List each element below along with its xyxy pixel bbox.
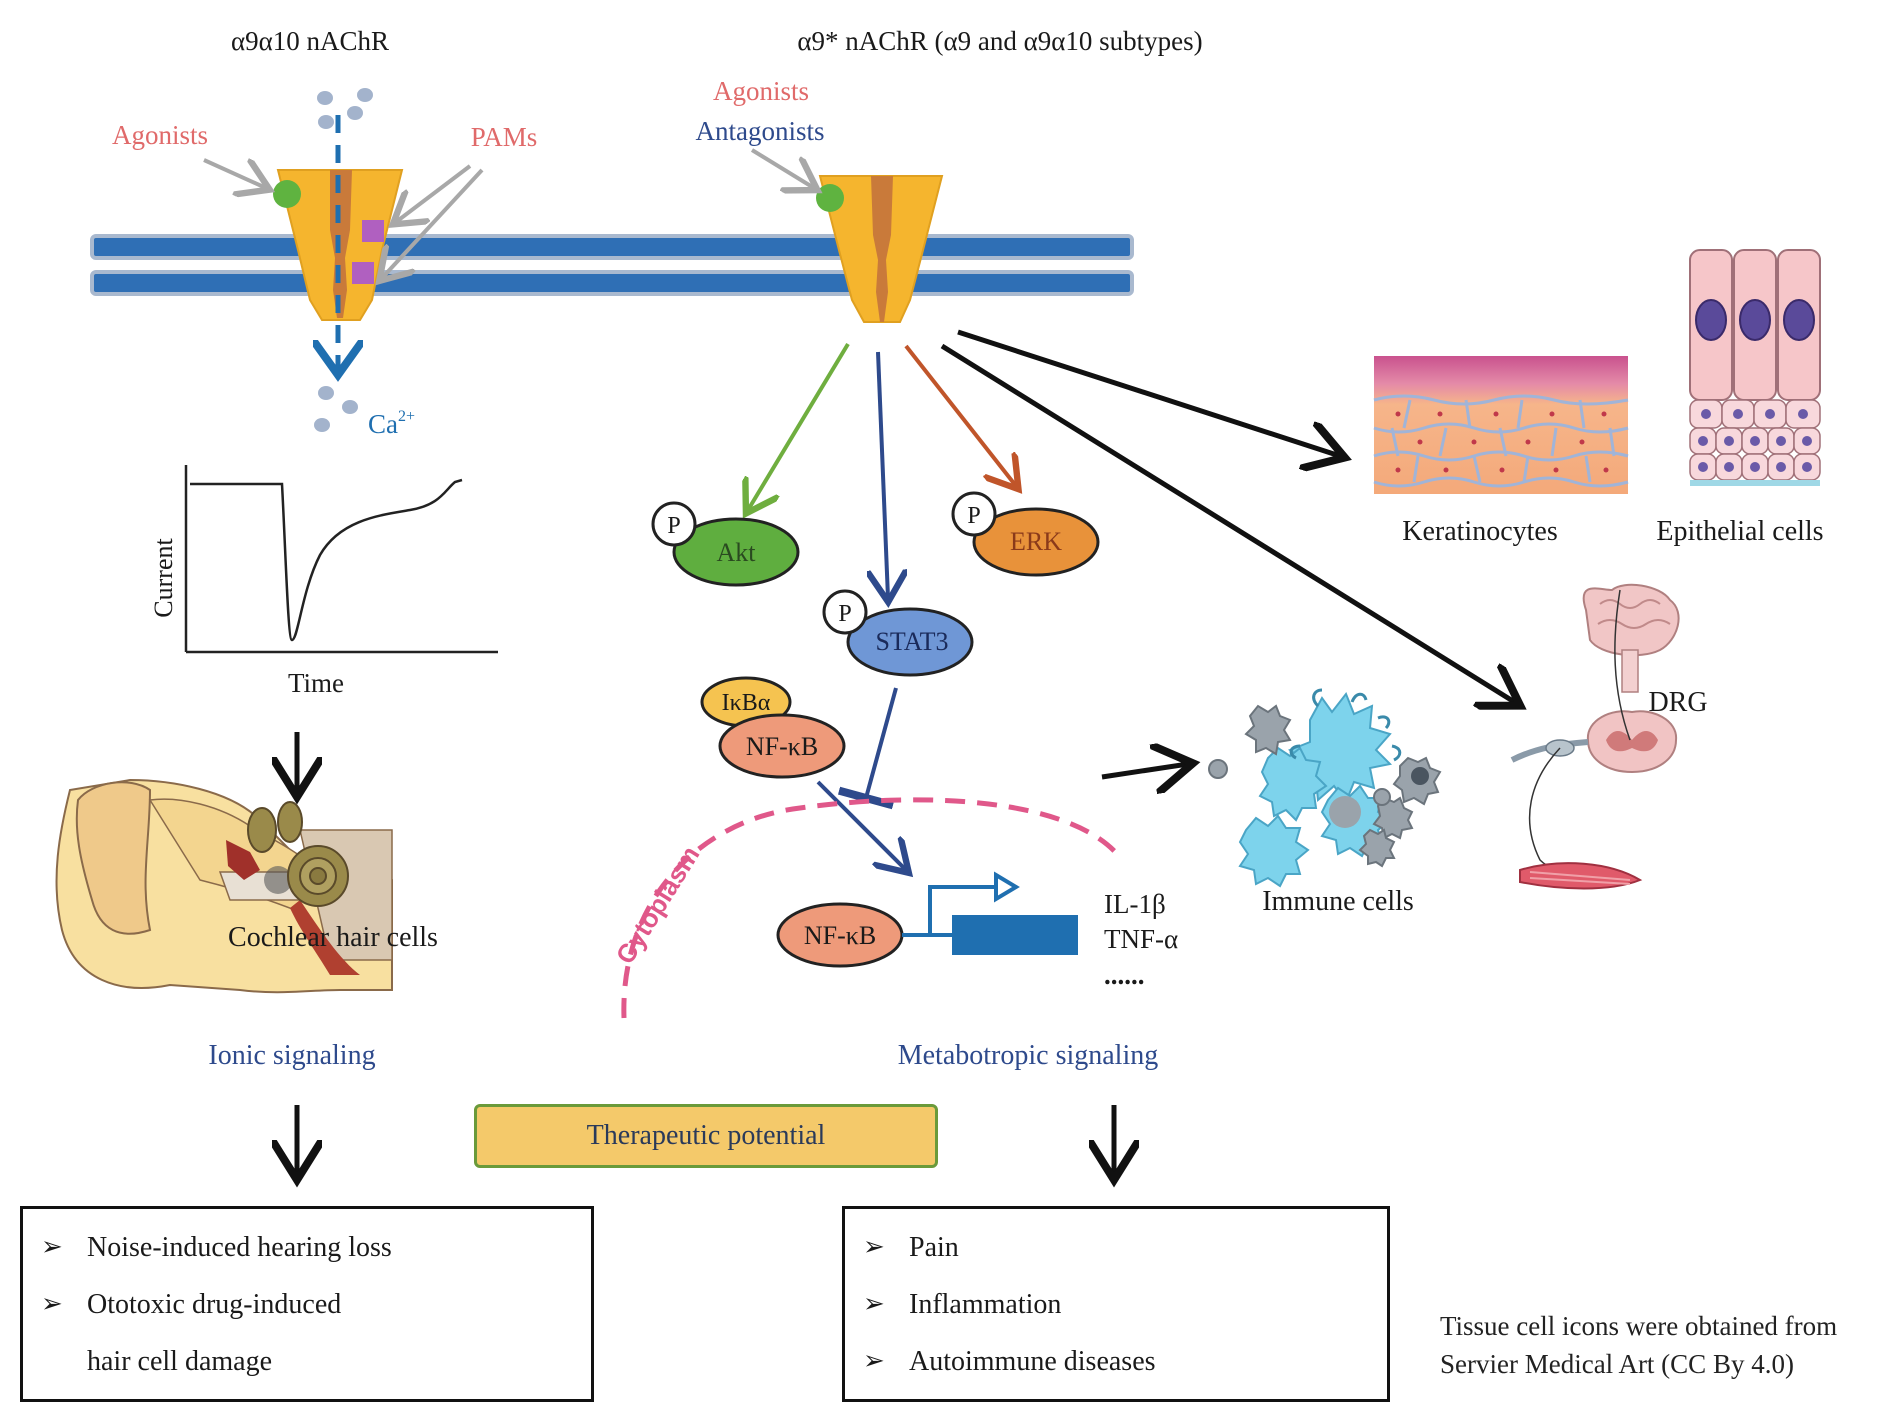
immune-cells-label: Immune cells: [1262, 886, 1414, 917]
right-receptor-title: α9* nAChR (α9 and α9α10 subtypes): [797, 26, 1202, 56]
erk-arrow: [904, 344, 1016, 486]
stat3-p-label: P: [838, 601, 851, 627]
transcription-start-arrow: [928, 885, 998, 935]
nfkb-translocation-arrow: [816, 780, 906, 870]
akt-p-label: P: [667, 513, 680, 539]
metabotropic-outcome-item: ➢Inflammation: [863, 1276, 1387, 1333]
erk-label: ERK: [1010, 527, 1062, 556]
stat3-label: STAT3: [875, 627, 948, 656]
cochlear-hair-cells-label: Cochlear hair cells: [228, 922, 438, 953]
immune-arrow: [1101, 764, 1188, 777]
calcium-label: Ca2+: [368, 408, 415, 439]
drg-arrow: [940, 343, 1516, 703]
bullet-arrow-icon: ➢: [41, 1289, 63, 1319]
cell-membrane: [90, 234, 1134, 296]
current-axis-label: Current: [149, 538, 178, 618]
left-receptor-title: α9α10 nAChR: [231, 26, 389, 56]
ionic-outcome-item-continuation: hair cell damage: [87, 1346, 273, 1377]
akt-arrow: [748, 342, 850, 510]
pam-arrow-upper: [396, 164, 472, 222]
keratinocytes-label: Keratinocytes: [1402, 516, 1558, 547]
cytoplasm-label: Cytoplasm: [610, 841, 706, 970]
pams-label: PAMs: [471, 122, 538, 152]
more-cytokines-label: ......: [1104, 960, 1145, 990]
stat3-inhibition-line: [837, 687, 898, 810]
gene-block: [952, 915, 1078, 955]
bullet-arrow-icon: ➢: [41, 1232, 63, 1262]
left-agonists-label: Agonists: [112, 120, 208, 150]
metabotropic-outcome-item: ➢Pain: [863, 1219, 1387, 1276]
keratinocytes-icon: [1373, 356, 1629, 494]
right-agonists-label: Agonists: [713, 76, 809, 106]
ionic-outcome-item: ➢Noise-induced hearing loss: [41, 1219, 591, 1276]
stat3-phospho-badge: [822, 589, 868, 635]
time-axis-label: Time: [288, 668, 344, 698]
credit-line-2: Servier Medical Art (CC By 4.0): [1440, 1349, 1794, 1379]
right-receptor-channel: [818, 175, 944, 323]
right-antagonists-label: Antagonists: [695, 116, 824, 146]
ikba-label: IκBα: [722, 690, 771, 716]
akt-phospho-badge: [651, 501, 697, 547]
calcium-ions: [314, 88, 373, 432]
therapeutic-potential-box: Therapeutic potential: [474, 1104, 938, 1168]
right-agonist-site: [816, 184, 844, 212]
ear-icon: [55, 778, 393, 994]
akt-label: Akt: [717, 538, 757, 567]
ionic-signaling-label: Ionic signaling: [208, 1040, 375, 1071]
credit-line-1: Tissue cell icons were obtained from: [1440, 1311, 1838, 1341]
bullet-arrow-icon: ➢: [863, 1289, 885, 1319]
nfkb-cytoplasm-label: NF-κB: [746, 732, 818, 761]
metabotropic-outcome-item: ➢Autoimmune diseases: [863, 1333, 1387, 1390]
pam-site-lower: [352, 262, 374, 284]
drg-label: DRG: [1648, 687, 1707, 718]
metabotropic-outcomes-box: ➢Pain ➢Inflammation ➢Autoimmune diseases: [842, 1206, 1390, 1402]
immune-cells-icon: [1208, 688, 1442, 888]
epithelial-cells-icon: [1689, 249, 1821, 486]
il1b-label: IL-1β: [1104, 889, 1166, 919]
nfkb-nucleus-label: NF-κB: [804, 921, 876, 950]
image-credit: Tissue cell icons were obtained from Ser…: [1440, 1307, 1900, 1383]
pam-site-upper: [362, 220, 384, 242]
stat3-node: [846, 607, 974, 677]
right-ligand-arrow: [750, 148, 814, 188]
erk-phospho-badge: [951, 491, 997, 537]
tnfa-label: TNF-α: [1104, 924, 1178, 954]
left-agonist-site: [273, 180, 301, 208]
erk-node: [972, 507, 1100, 577]
ionic-outcomes-box: ➢Noise-induced hearing loss ➢Ototoxic dr…: [20, 1206, 594, 1402]
akt-node: [672, 517, 800, 587]
pam-arrow-lower: [382, 168, 484, 278]
bullet-arrow-icon: ➢: [863, 1232, 885, 1262]
left-agonist-arrow: [203, 158, 266, 188]
epithelial-cells-label: Epithelial cells: [1656, 516, 1823, 547]
erk-p-label: P: [967, 503, 980, 529]
metabotropic-signaling-label: Metabotropic signaling: [898, 1040, 1159, 1071]
keratinocyte-arrow: [957, 329, 1340, 456]
bullet-arrow-icon: ➢: [863, 1346, 885, 1376]
current-trace-plot: [184, 465, 498, 654]
ionic-outcome-item: ➢Ototoxic drug-induced: [41, 1276, 591, 1333]
drg-icon: [1510, 583, 1680, 890]
stat3-arrow: [878, 351, 888, 598]
cytoplasm-boundary: [621, 797, 1120, 1019]
nfkb-cytoplasm-node: [718, 713, 846, 779]
